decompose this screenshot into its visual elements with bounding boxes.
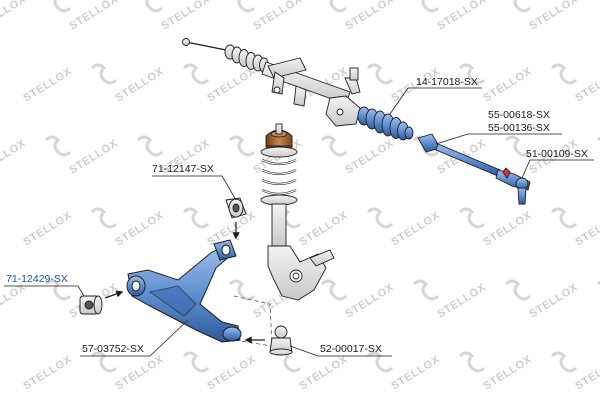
label-rear-arm-bushing[interactable]: 71-12147-SX xyxy=(152,163,214,175)
watermark-text: STELLOX xyxy=(0,137,28,176)
label-steering-rack-boot[interactable]: 14-17018-SX xyxy=(416,76,478,88)
part-labels: 14-17018-SX 55-00618-SX 55-00136-SX 51-0… xyxy=(6,76,588,355)
watermark-text: STELLOX xyxy=(205,353,258,392)
watermark-logo-icon xyxy=(182,351,210,373)
label-inner-tie-rod-1[interactable]: 55-00618-SX xyxy=(488,109,550,121)
watermark-logo-icon xyxy=(90,207,118,229)
watermark-logo-icon xyxy=(550,351,578,373)
watermark-logo-icon xyxy=(320,135,348,157)
watermark-text: STELLOX xyxy=(527,281,580,320)
watermark-text: STELLOX xyxy=(21,353,74,392)
watermark-logo-icon xyxy=(366,207,394,229)
label-control-arm[interactable]: 57-03752-SX xyxy=(82,343,144,355)
front-arm-bushing-part xyxy=(79,295,103,315)
arrow-icon xyxy=(104,290,124,299)
watermark-logo-icon xyxy=(458,63,486,85)
label-inner-tie-rod-2[interactable]: 55-00136-SX xyxy=(488,122,550,134)
inner-tie-rod-part xyxy=(417,133,501,177)
watermark-logo-icon xyxy=(237,0,256,13)
watermark-logo-icon xyxy=(550,207,578,229)
label-tie-rod-end[interactable]: 51-00109-SX xyxy=(526,148,588,160)
strut-assembly xyxy=(260,123,335,301)
watermark-logo-icon xyxy=(182,207,210,229)
watermark-logo-icon xyxy=(329,0,348,13)
watermark-text: STELLOX xyxy=(481,65,534,104)
watermark-logo-icon xyxy=(182,63,210,85)
watermark-text: STELLOX xyxy=(389,353,442,392)
watermark-logo-icon xyxy=(90,63,118,85)
watermark-logo-icon xyxy=(44,135,72,157)
watermark-logo-icon xyxy=(421,0,440,13)
watermark-logo-icon xyxy=(504,135,532,157)
label-front-arm-bushing[interactable]: 71-12429-SX xyxy=(6,273,68,285)
watermark-logo-icon xyxy=(504,279,532,301)
watermark-text: STELLOX xyxy=(67,0,120,33)
watermark-text: STELLOX xyxy=(297,353,350,392)
watermark-text: STELLOX xyxy=(343,281,396,320)
watermark-logo-icon xyxy=(458,351,486,373)
watermark-logo-icon xyxy=(145,0,164,13)
watermark-logo-icon xyxy=(44,279,72,301)
watermark-text: STELLOX xyxy=(527,0,580,33)
watermark-text: STELLOX xyxy=(343,137,396,176)
watermark-text: STELLOX xyxy=(481,209,534,248)
steering-rack xyxy=(182,38,361,127)
watermark-logo-icon xyxy=(228,279,256,301)
watermark-text: STELLOX xyxy=(435,281,488,320)
watermark-logo-icon xyxy=(550,63,578,85)
watermark-logo-icon xyxy=(228,135,256,157)
watermark-text: STELLOX xyxy=(435,0,488,33)
watermark-logo-icon xyxy=(136,135,164,157)
label-ball-joint[interactable]: 52-00017-SX xyxy=(320,343,382,355)
watermark-logo-icon xyxy=(274,351,302,373)
watermark-text: STELLOX xyxy=(67,137,120,176)
watermark-logo-icon xyxy=(90,351,118,373)
watermark-text: STELLOX xyxy=(21,209,74,248)
watermark-text: STELLOX xyxy=(113,353,166,392)
tie-rod-end-part xyxy=(495,167,531,205)
watermark-text: STELLOX xyxy=(159,0,212,33)
assembly-arrows xyxy=(104,222,265,344)
watermark-text: STELLOX xyxy=(251,0,304,33)
leader-lines xyxy=(4,87,594,357)
watermark-text: STELLOX xyxy=(21,65,74,104)
watermark-text: STELLOX xyxy=(573,209,600,248)
watermark-text: STELLOX xyxy=(113,65,166,104)
steering-rack-boot-part xyxy=(357,106,414,141)
watermark-logo-icon xyxy=(53,0,72,13)
watermark-text: STELLOX xyxy=(205,65,258,104)
watermark-text: STELLOX xyxy=(343,0,396,33)
watermark-logo-icon xyxy=(366,351,394,373)
watermark-text: STELLOX xyxy=(297,209,350,248)
watermark-text: STELLOX xyxy=(389,209,442,248)
watermark-logo-icon xyxy=(412,279,440,301)
watermark-text: STELLOX xyxy=(113,209,166,248)
watermark-logo-icon xyxy=(513,0,532,13)
watermark-logo-icon xyxy=(366,63,394,85)
control-arm-part xyxy=(126,239,242,343)
watermark-text: STELLOX xyxy=(573,353,600,392)
watermark-text: STELLOX xyxy=(0,0,28,33)
ball-joint-part xyxy=(269,325,293,356)
watermark-text: STELLOX xyxy=(573,65,600,104)
watermark-text: STELLOX xyxy=(481,353,534,392)
watermark-text: STELLOX xyxy=(0,281,28,320)
rear-arm-bushing-part xyxy=(225,197,247,219)
watermark-logo-icon xyxy=(320,279,348,301)
watermark-logo-icon xyxy=(458,207,486,229)
